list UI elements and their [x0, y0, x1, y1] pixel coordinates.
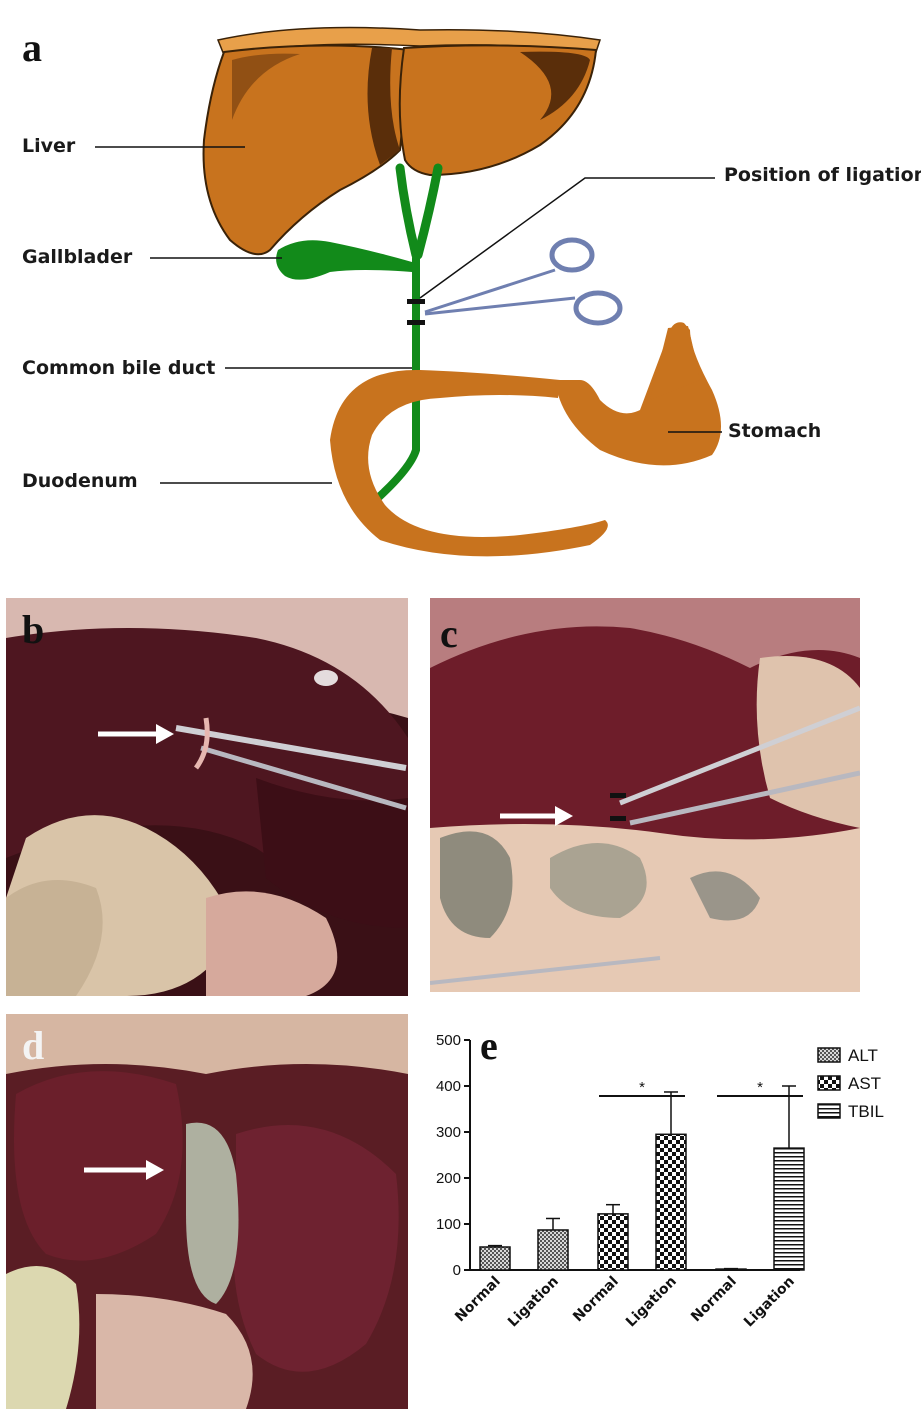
hepatic-duct-left — [400, 168, 416, 255]
label-gallbladder: Gallblader — [22, 246, 132, 268]
y-tick-label: 200 — [436, 1170, 461, 1187]
legend-label-ast: AST — [848, 1074, 881, 1093]
significance-label: * — [639, 1079, 645, 1096]
legend-label-tbil: TBIL — [848, 1102, 884, 1121]
anatomy-diagram — [0, 0, 921, 580]
panel-label-c: c — [440, 610, 458, 657]
legend-label-alt: ALT — [848, 1046, 878, 1065]
ligation-mark-lower — [407, 320, 425, 325]
gallbladder — [276, 240, 412, 279]
y-tick-label: 0 — [453, 1262, 461, 1279]
forceps-icon — [425, 240, 620, 323]
bar-tbil-ligation — [774, 1148, 804, 1270]
label-position-of-ligation: Position of ligation — [724, 164, 921, 186]
x-category-label: Ligation — [505, 1274, 562, 1331]
label-liver: Liver — [22, 135, 75, 157]
label-stomach: Stomach — [728, 420, 821, 442]
photo-panel-b — [6, 598, 408, 996]
hepatic-duct-right — [418, 168, 438, 255]
label-duodenum: Duodenum — [22, 470, 138, 492]
bar-ast-ligation — [656, 1134, 686, 1270]
legend-swatch-alt — [818, 1048, 840, 1062]
x-category-label: Normal — [688, 1274, 740, 1326]
bar-alt-normal — [480, 1247, 510, 1270]
legend-swatch-tbil — [818, 1104, 840, 1118]
x-category-label: Ligation — [741, 1274, 798, 1331]
panel-label-b: b — [22, 606, 44, 653]
x-category-label: Normal — [452, 1274, 504, 1326]
significance-label: * — [757, 1079, 763, 1096]
bar-alt-ligation — [538, 1230, 568, 1270]
stomach — [555, 322, 721, 465]
legend-swatch-ast — [818, 1076, 840, 1090]
x-category-label: Normal — [570, 1274, 622, 1326]
bar-ast-normal — [598, 1214, 628, 1270]
photo-panel-c — [430, 598, 860, 992]
label-common-bile-duct: Common bile duct — [22, 357, 215, 379]
panel-label-d: d — [22, 1022, 44, 1069]
x-category-label: Ligation — [623, 1274, 680, 1331]
photo-panel-d — [6, 1014, 408, 1409]
y-tick-label: 500 — [436, 1032, 461, 1049]
y-tick-label: 300 — [436, 1124, 461, 1141]
y-tick-label: 400 — [436, 1078, 461, 1095]
ligation-mark-upper — [407, 299, 425, 304]
y-tick-label: 100 — [436, 1216, 461, 1233]
